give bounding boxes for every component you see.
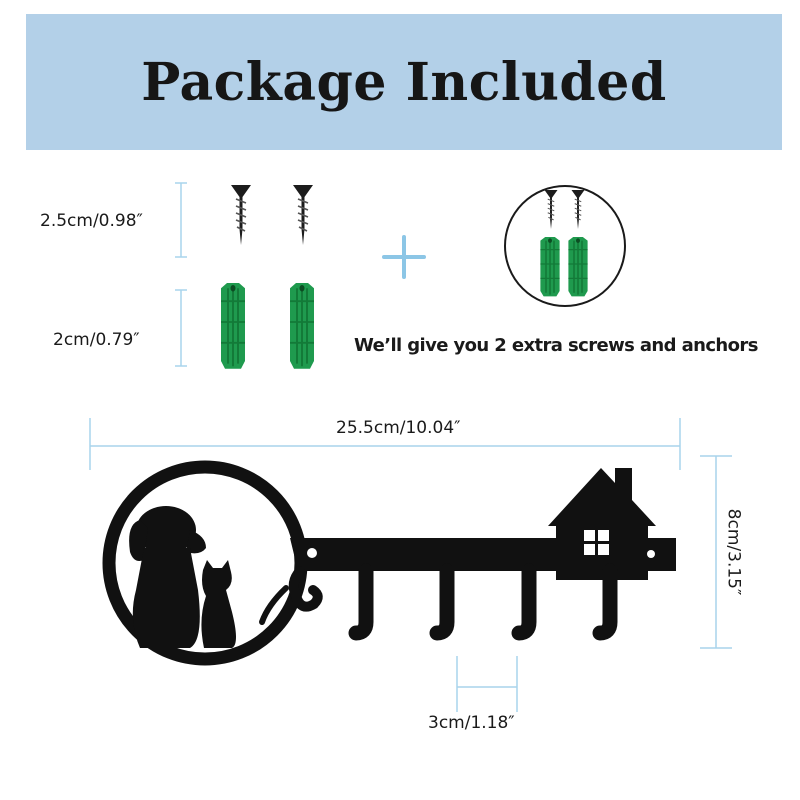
house-icon — [548, 468, 656, 580]
cat-icon — [201, 560, 236, 648]
wall-anchor-icon — [567, 236, 589, 298]
title-banner: Package Included — [26, 14, 782, 150]
height-label: 8cm/3.15″ — [723, 508, 744, 596]
wall-anchor-icon — [219, 281, 247, 371]
screw-dimension-marker — [175, 182, 187, 258]
screw-icon — [292, 184, 314, 246]
wall-anchor-icon — [539, 236, 561, 298]
anchor-length-label: 2cm/0.79″ — [53, 330, 140, 350]
anchor-dimension-marker — [175, 289, 187, 367]
height-dimension-line — [700, 455, 732, 649]
extras-caption: We’ll give you 2 extra screws and anchor… — [354, 335, 758, 356]
screw-icon — [230, 184, 252, 246]
screw-length-label: 2.5cm/0.98″ — [40, 211, 143, 231]
hook-icon — [429, 563, 455, 641]
hook-icon — [592, 563, 618, 641]
hook-icon — [348, 563, 374, 641]
extra-parts-circle — [504, 185, 626, 307]
dog-icon — [129, 506, 206, 648]
plus-icon — [382, 235, 426, 279]
width-dimension-line — [89, 418, 681, 470]
hook-icon — [511, 563, 537, 641]
page-title: Package Included — [141, 51, 667, 113]
wall-anchor-icon — [288, 281, 316, 371]
key-hanger-illustration — [102, 460, 676, 666]
hook-spacing-label: 3cm/1.18″ — [428, 713, 515, 733]
total-width-label: 25.5cm/10.04″ — [336, 418, 461, 438]
hook-spacing-dimension-line — [456, 656, 518, 712]
